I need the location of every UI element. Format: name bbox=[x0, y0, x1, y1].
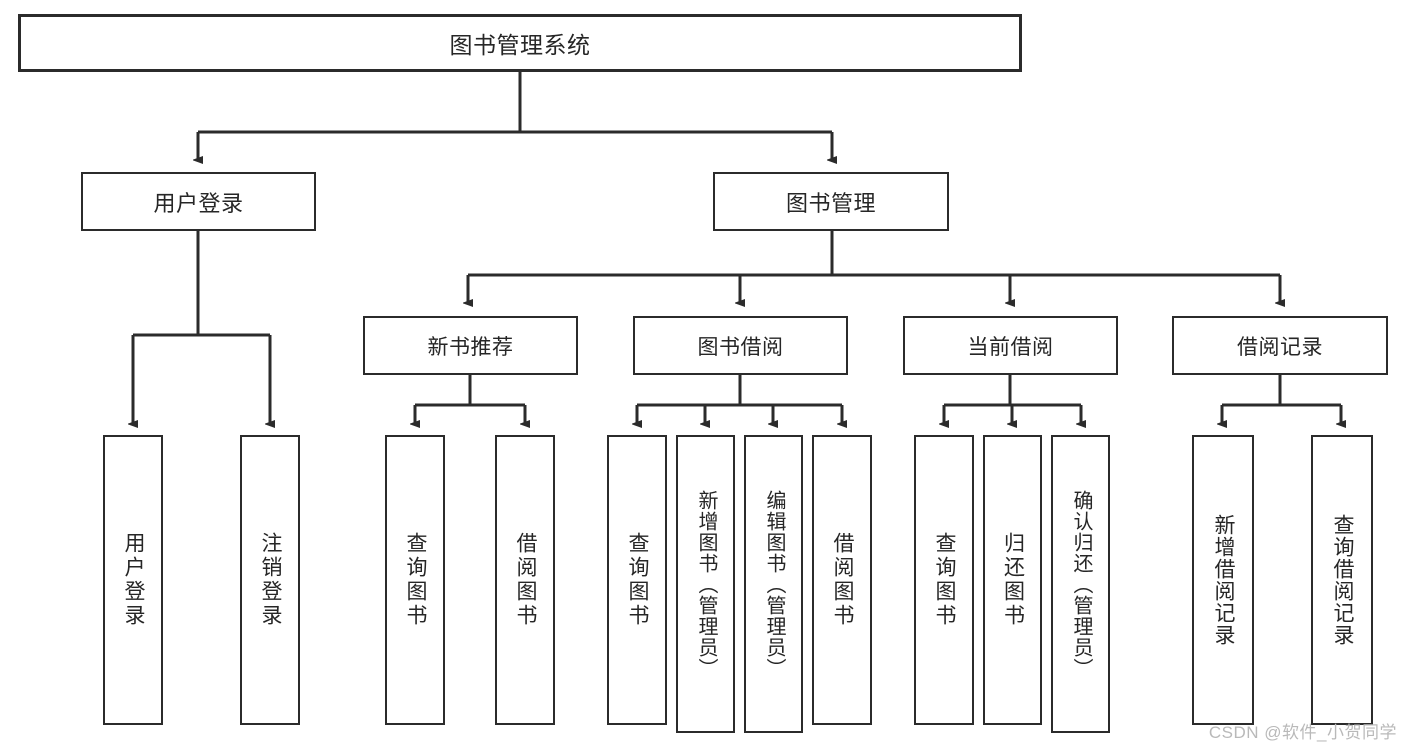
node-label: 注销登录 bbox=[259, 532, 283, 628]
node-label: 确认归还（管理员） bbox=[1070, 489, 1092, 679]
node-borrow-record[interactable]: 借阅记录 bbox=[1172, 316, 1388, 375]
leaf-current-borrow-confirm-return[interactable]: 确认归还（管理员） bbox=[1051, 435, 1110, 733]
node-book-management[interactable]: 图书管理 bbox=[713, 172, 949, 231]
leaf-book-borrow-edit[interactable]: 编辑图书（管理员） bbox=[744, 435, 803, 733]
node-label: 查询图书 bbox=[933, 532, 957, 628]
leaf-book-borrow-query[interactable]: 查询图书 bbox=[607, 435, 667, 725]
leaf-borrow-record-query[interactable]: 查询借阅记录 bbox=[1311, 435, 1373, 725]
node-current-borrow[interactable]: 当前借阅 bbox=[903, 316, 1118, 375]
node-label: 查询图书 bbox=[626, 532, 650, 628]
csdn-watermark: CSDN @软件_小贺同学 bbox=[1208, 723, 1397, 742]
leaf-borrow-record-add[interactable]: 新增借阅记录 bbox=[1192, 435, 1254, 725]
node-book-borrow[interactable]: 图书借阅 bbox=[633, 316, 848, 375]
node-label: 查询图书 bbox=[404, 532, 428, 628]
node-label: 当前借阅 bbox=[967, 335, 1054, 359]
node-label: 新增图书（管理员） bbox=[695, 489, 717, 679]
leaf-book-borrow-add[interactable]: 新增图书（管理员） bbox=[676, 435, 735, 733]
node-new-book-recommend[interactable]: 新书推荐 bbox=[363, 316, 578, 375]
node-label: 图书管理系统 bbox=[449, 32, 591, 58]
leaf-current-borrow-query[interactable]: 查询图书 bbox=[914, 435, 974, 725]
node-label: 新增借阅记录 bbox=[1212, 514, 1236, 646]
node-label: 查询借阅记录 bbox=[1331, 514, 1355, 646]
node-label: 借阅图书 bbox=[514, 532, 538, 628]
node-label: 图书借阅 bbox=[697, 335, 784, 359]
node-label: 归还图书 bbox=[1001, 532, 1025, 628]
node-label: 用户登录 bbox=[153, 190, 244, 216]
node-label: 图书管理 bbox=[785, 190, 876, 216]
leaf-new-book-borrow[interactable]: 借阅图书 bbox=[495, 435, 555, 725]
node-label: 编辑图书（管理员） bbox=[763, 489, 785, 679]
leaf-new-book-query[interactable]: 查询图书 bbox=[385, 435, 445, 725]
node-label: 借阅记录 bbox=[1237, 335, 1323, 359]
leaf-user-login-logout[interactable]: 注销登录 bbox=[240, 435, 300, 725]
node-label: 借阅图书 bbox=[831, 532, 855, 628]
node-root-book-management-system[interactable]: 图书管理系统 bbox=[18, 14, 1022, 72]
leaf-book-borrow-borrow[interactable]: 借阅图书 bbox=[812, 435, 872, 725]
leaf-user-login-login[interactable]: 用户登录 bbox=[103, 435, 163, 725]
node-label: 新书推荐 bbox=[427, 335, 514, 359]
node-user-login[interactable]: 用户登录 bbox=[81, 172, 316, 231]
leaf-current-borrow-return[interactable]: 归还图书 bbox=[983, 435, 1042, 725]
node-label: 用户登录 bbox=[122, 532, 146, 628]
